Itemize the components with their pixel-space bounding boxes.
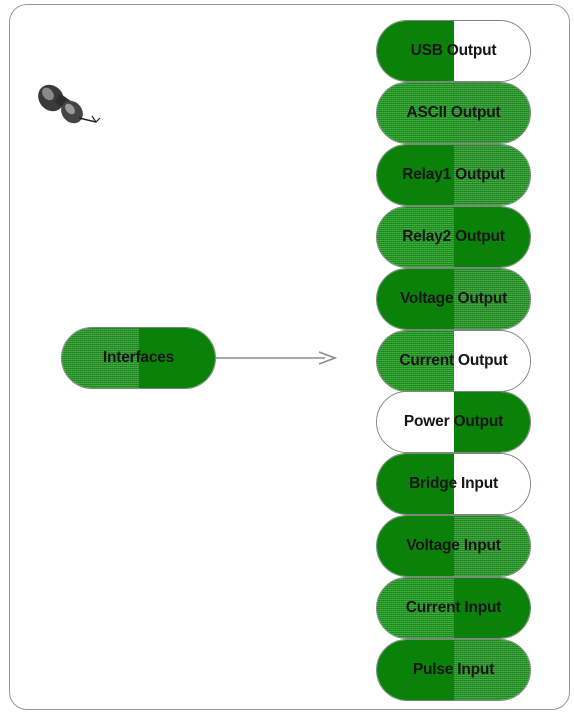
target-node-fill-left: [377, 516, 454, 576]
target-node-label: Relay2 Output: [402, 228, 505, 245]
source-node-label: Interfaces: [102, 349, 175, 366]
target-node-fill-left: [377, 331, 454, 391]
target-node-fill-left: [377, 269, 454, 329]
arrow-right-icon: [215, 351, 338, 365]
target-node-fill-left: [377, 207, 454, 267]
source-node-fill-left: [62, 328, 139, 388]
target-node-fill-left: [377, 640, 454, 700]
target-node-fill-right: [453, 145, 530, 205]
target-node-fill-right: [453, 640, 530, 700]
target-node-fill-right: [453, 392, 530, 452]
source-node-fill-right: [138, 328, 215, 388]
target-node-current-input: Current Input: [376, 577, 531, 639]
target-node-fill-right: [453, 454, 530, 514]
pushpin-icon: [38, 84, 101, 124]
target-node-current-output: Current Output: [376, 330, 531, 392]
target-node-label: Voltage Input: [406, 537, 501, 554]
target-node-fill-left: [377, 454, 454, 514]
target-node-label: Voltage Output: [399, 290, 508, 307]
target-node-fill-left: [377, 578, 454, 638]
target-node-relay1-output: Relay1 Output: [376, 144, 531, 206]
target-node-label: Relay1 Output: [402, 166, 505, 183]
source-node-interfaces: Interfaces: [61, 327, 216, 389]
target-node-power-output: Power Output: [376, 391, 531, 453]
target-node-pulse-input: Pulse Input: [376, 639, 531, 701]
target-node-fill-left: [377, 392, 454, 452]
target-node-usb-output: USB Output: [376, 20, 531, 82]
target-node-ascii-output: ASCII Output: [376, 82, 531, 144]
target-node-fill-right: [453, 331, 530, 391]
target-node-label: Bridge Input: [409, 475, 498, 492]
target-node-fill-right: [453, 21, 530, 81]
target-node-fill-left: [377, 21, 454, 81]
target-node-fill-right: [453, 207, 530, 267]
target-node-label: Current Output: [399, 352, 508, 369]
target-node-label: Current Input: [405, 599, 502, 616]
target-node-bridge-input: Bridge Input: [376, 453, 531, 515]
target-node-voltage-output: Voltage Output: [376, 268, 531, 330]
target-node-label: USB Output: [410, 42, 497, 59]
target-node-label: Power Output: [403, 413, 504, 430]
target-node-fill-left: [377, 145, 454, 205]
target-node-fill-right: [453, 516, 530, 576]
target-node-fill-left: [377, 83, 454, 143]
target-node-voltage-input: Voltage Input: [376, 515, 531, 577]
target-node-fill-right: [453, 83, 530, 143]
target-node-fill-right: [453, 578, 530, 638]
target-node-label: Pulse Input: [412, 661, 495, 678]
target-node-fill-right: [453, 269, 530, 329]
target-node-label: ASCII Output: [406, 104, 501, 121]
target-node-relay2-output: Relay2 Output: [376, 206, 531, 268]
